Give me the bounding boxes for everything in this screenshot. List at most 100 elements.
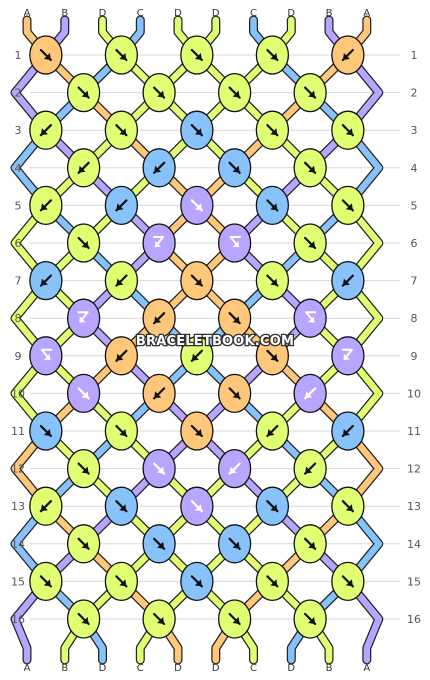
row-number-right: 3: [411, 124, 418, 137]
knot-arrow-head: [345, 579, 353, 587]
knot-arrow-head: [270, 353, 278, 361]
knot-arrow-head: [270, 579, 278, 587]
row-number-left: 11: [11, 425, 25, 438]
knot-arrow-head: [81, 541, 89, 549]
knot: [66, 298, 101, 338]
knot-arrow-head: [267, 429, 275, 436]
knot-arrow-head: [305, 391, 313, 399]
knot-arrow-head: [232, 165, 240, 173]
string-label-bottom: D: [99, 663, 107, 674]
knot-arrow-head: [43, 579, 51, 587]
knot-arrow-head: [194, 579, 202, 587]
knot-arrow-head: [119, 128, 127, 136]
row-number-right: 9: [411, 350, 418, 363]
knot-arrow-head: [270, 504, 278, 512]
knot-arrow-head: [342, 429, 350, 436]
knot: [331, 411, 365, 451]
knot: [217, 223, 252, 263]
knot-arrow-head: [229, 466, 237, 474]
knot-arrow-head: [270, 53, 278, 60]
knot: [142, 148, 176, 188]
knot-arrow-shaft: [77, 311, 89, 323]
knot-arrow-head: [157, 617, 165, 624]
string-label-top: D: [174, 8, 182, 19]
knot: [331, 35, 365, 75]
knot: [217, 148, 252, 188]
knot: [29, 110, 63, 150]
knot: [293, 524, 327, 564]
row-number-left: 9: [15, 350, 22, 363]
knot-arrow-head: [194, 278, 202, 286]
string-label-bottom: C: [250, 663, 257, 674]
knot-arrow-head: [345, 203, 353, 211]
knot: [142, 298, 176, 338]
knot-arrow-head: [232, 90, 240, 98]
knot: [142, 599, 176, 639]
knot-arrow-head: [43, 429, 51, 436]
knot-arrow-head: [155, 241, 162, 247]
knot: [255, 110, 290, 150]
knot-arrow-head: [232, 316, 240, 324]
knot: [331, 260, 365, 301]
knot: [217, 448, 252, 489]
row-number-right: 4: [411, 162, 418, 175]
knot-arrow-head: [345, 128, 353, 136]
knot-arrow-head: [194, 429, 202, 436]
row-number-left: 2: [15, 87, 22, 100]
knot: [180, 336, 214, 376]
knot-arrow-head: [194, 504, 202, 512]
knot: [29, 411, 63, 451]
knot: [66, 373, 101, 414]
string-label-bottom: C: [137, 663, 144, 674]
row-number-left: 3: [15, 124, 22, 137]
knot-arrow-head: [79, 316, 86, 323]
knot-arrow-head: [194, 53, 202, 60]
knot-arrow-head: [232, 391, 240, 399]
knot: [104, 486, 139, 526]
string-label-bottom: D: [212, 663, 220, 674]
knot: [217, 599, 252, 639]
knot: [66, 72, 101, 113]
knot-arrow-head: [81, 241, 89, 248]
knot-arrow-head: [157, 466, 165, 474]
knot: [104, 411, 139, 451]
string-label-top: A: [363, 8, 370, 19]
knot: [180, 486, 214, 526]
knot: [66, 599, 101, 639]
knot: [180, 260, 214, 301]
knot: [180, 411, 214, 451]
string-label-top: B: [61, 8, 68, 19]
knot-arrow-head: [232, 241, 239, 247]
knot: [293, 448, 327, 489]
knot-arrow-head: [40, 504, 48, 512]
knot: [255, 35, 290, 75]
row-number-right: 1: [411, 49, 418, 62]
knot: [180, 35, 214, 75]
knot-arrow-head: [305, 466, 313, 474]
string-label-bottom: B: [326, 663, 333, 674]
row-number-right: 6: [411, 237, 418, 250]
knot-arrow-head: [308, 241, 316, 248]
row-number-right: 15: [407, 575, 421, 588]
knot: [66, 524, 101, 564]
string-label-top: C: [250, 8, 257, 19]
knot-arrow-head: [342, 278, 350, 286]
knot: [293, 599, 327, 639]
knot: [66, 448, 101, 489]
knot-arrow-head: [308, 541, 316, 549]
knot: [142, 373, 176, 414]
knot-arrow-head: [81, 90, 89, 98]
knot-arrow-head: [119, 429, 127, 436]
row-number-left: 14: [11, 538, 25, 551]
knot: [255, 561, 290, 602]
row-number-right: 5: [411, 199, 418, 212]
knot-arrow-head: [191, 353, 199, 361]
string-label-top: D: [287, 8, 295, 19]
string-label-bottom: A: [363, 663, 370, 674]
knot-arrow-head: [154, 165, 162, 173]
knot: [331, 336, 365, 376]
knot: [180, 185, 214, 226]
knot-arrow-head: [194, 128, 202, 136]
knot: [142, 448, 176, 489]
